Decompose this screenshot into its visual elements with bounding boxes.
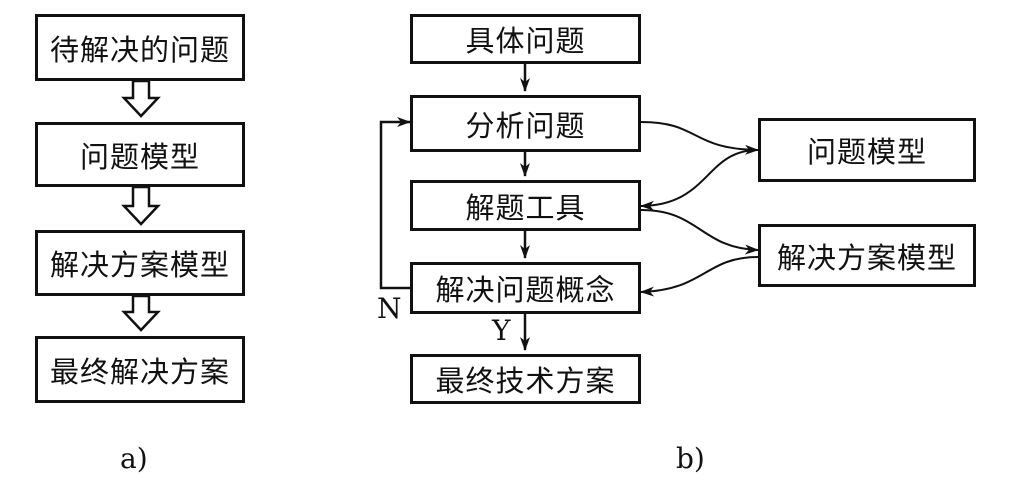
caption-a: a) (120, 442, 148, 475)
b-curve-solution-to-concept (640, 256, 759, 297)
a-arrow-3 (121, 294, 161, 332)
b-box-solution-model: 解决方案模型 (758, 224, 976, 287)
a-box-solution-model: 解决方案模型 (35, 230, 245, 296)
b-label-no: N (377, 292, 402, 325)
b-curve-analyze-to-model (640, 121, 759, 155)
b-label-yes: Y (492, 314, 511, 347)
a-box-problem: 待解决的问题 (35, 14, 245, 81)
caption-b: b) (676, 442, 705, 475)
b-curve-tool-to-solution (640, 209, 759, 255)
b-box-specific-problem: 具体问题 (410, 14, 641, 64)
a-arrow-2 (121, 185, 161, 226)
b-box-problem-model: 问题模型 (758, 118, 976, 182)
b-curve-model-to-tool (640, 149, 759, 211)
b-box-solving-tool: 解题工具 (410, 180, 641, 231)
b-box-solution-concept: 解决问题概念 (410, 262, 641, 314)
b-loop-no (379, 117, 411, 290)
b-box-analyze-problem: 分析问题 (410, 95, 641, 152)
a-arrow-1 (121, 79, 161, 118)
a-box-final-solution: 最终解决方案 (35, 336, 245, 403)
a-box-problem-model: 问题模型 (35, 122, 245, 187)
b-box-final-technical-solution: 最终技术方案 (410, 354, 641, 404)
